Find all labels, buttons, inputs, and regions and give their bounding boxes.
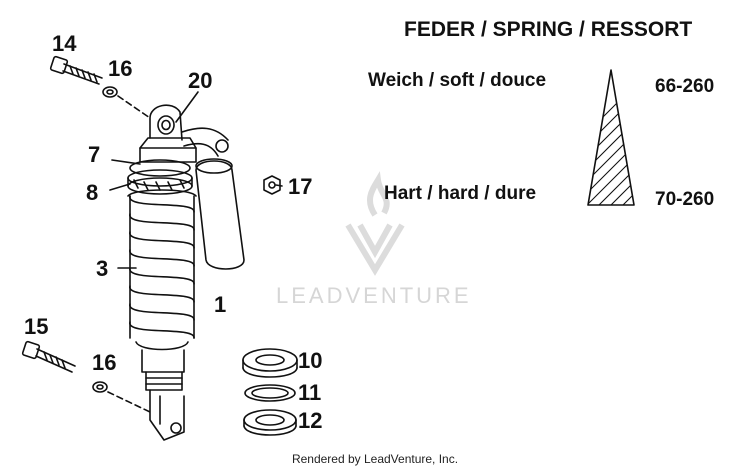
preload-ring-7-icon	[129, 159, 191, 177]
ring-11-icon	[244, 384, 296, 402]
spring-hard-label: Hart / hard / dure	[384, 183, 537, 204]
spring-table-title: FEDER / SPRING / RESSORT	[404, 18, 693, 41]
callout-17: 17	[288, 174, 313, 199]
callout-15: 15	[24, 314, 49, 339]
top-mount-eye-icon	[149, 104, 183, 141]
lower-clevis-icon	[149, 389, 185, 441]
watermark-text: LEADVENTURE	[276, 283, 472, 308]
bolt-15-icon	[21, 340, 76, 373]
callout-1: 1	[214, 292, 227, 317]
callout-14: 14	[52, 31, 77, 56]
spring-soft-value: 66-260	[655, 76, 715, 97]
washer-16-top-icon	[102, 86, 118, 98]
spring-soft-label: Weich / soft / douce	[368, 70, 547, 91]
coil-spring-icon	[127, 189, 197, 351]
spring-seat-8-icon	[127, 177, 193, 195]
callout-11: 11	[298, 380, 322, 405]
callout-10: 10	[298, 348, 323, 373]
callout-16-top: 16	[108, 56, 133, 81]
bolt-14-icon	[49, 55, 103, 85]
callout-20: 20	[188, 68, 213, 93]
callout-16-bottom: 16	[92, 350, 117, 375]
callout-8: 8	[86, 180, 99, 205]
reservoir-icon	[195, 158, 245, 270]
washer-16-bottom-icon	[92, 381, 108, 393]
ring-10-icon	[242, 348, 298, 378]
footer-credit: Rendered by LeadVenture, Inc.	[291, 452, 459, 466]
callout-12: 12	[298, 408, 323, 433]
ring-12-icon	[243, 409, 297, 436]
nut-17-icon	[263, 175, 281, 195]
callout-3: 3	[96, 256, 109, 281]
spring-hard-value: 70-260	[655, 189, 715, 210]
callout-7: 7	[88, 142, 101, 167]
